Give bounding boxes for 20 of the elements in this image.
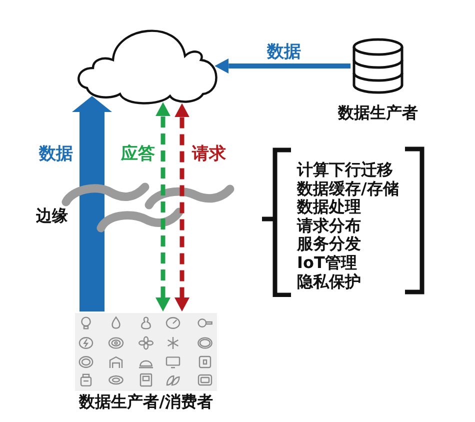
database-cylinder (352, 38, 404, 94)
node-caption: 数据生产者/消费者 (79, 392, 213, 412)
edge-label: 请求 (192, 145, 226, 165)
edge-label: 应答 (121, 145, 155, 165)
list-item: IoT管理 (297, 254, 357, 272)
edge-label: 数据 (39, 145, 73, 165)
arrow (72, 96, 112, 312)
node-caption: 数据生产者 (338, 104, 418, 122)
list-item: 隐私保护 (297, 272, 361, 291)
layer-label: 边缘 (36, 206, 68, 226)
arrow (174, 103, 190, 312)
edge-label: 数据 (267, 43, 301, 63)
list-item: 计算下行迁移 (297, 160, 393, 180)
list-item: 数据处理 (297, 198, 361, 216)
list-item: 数据缓存/存储 (297, 179, 399, 198)
list-item: 请求分布 (297, 216, 361, 235)
arrow (214, 58, 350, 74)
icon-panel (75, 313, 217, 391)
list-item: 服务分发 (297, 235, 361, 254)
arrow (156, 102, 170, 312)
